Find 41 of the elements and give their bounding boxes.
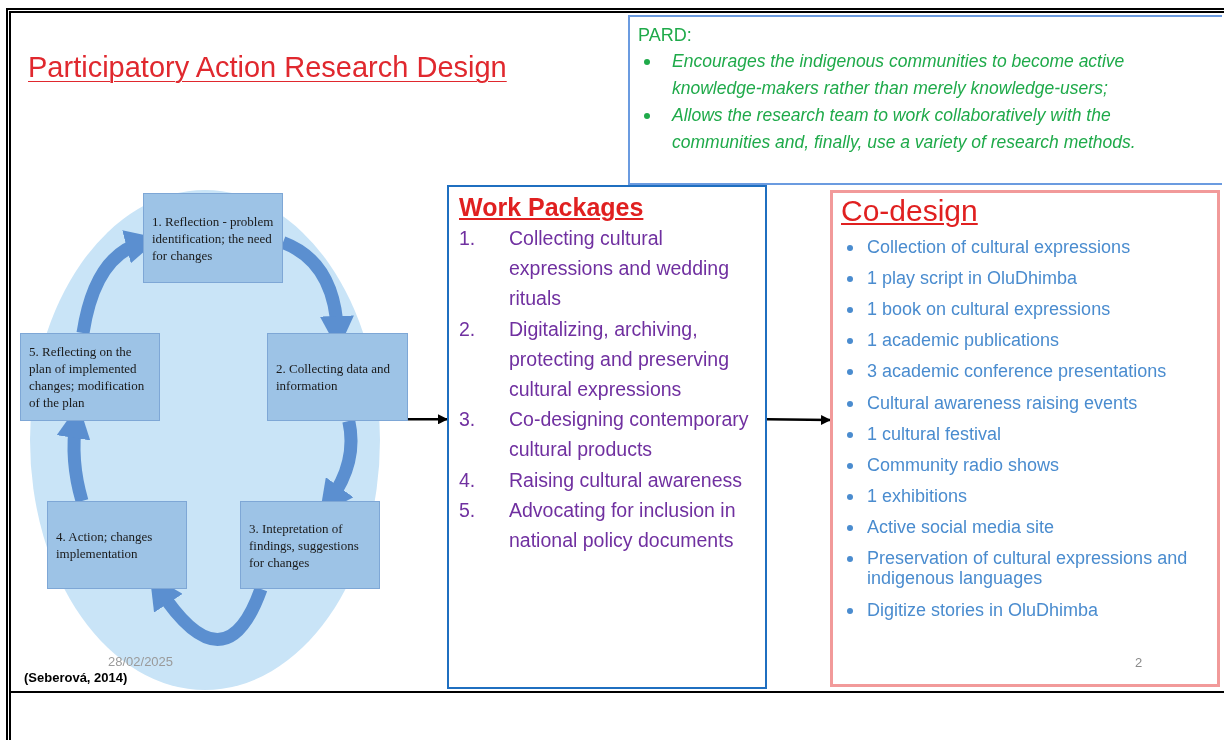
list-text: Cultural awareness raising events (867, 392, 1138, 413)
arrow (408, 414, 448, 425)
list-text: 1 academic publications (867, 330, 1060, 351)
panel-heading: Co-design (841, 193, 978, 229)
date-text: 28/02/2025 (108, 653, 174, 671)
process-box (267, 333, 408, 421)
numbered-item: 5. Advocating for inclusion in national policy documents (459, 497, 737, 554)
list-text: 1 exhibitions (867, 486, 968, 507)
co-design-panel (830, 190, 1220, 687)
page-number: 2 (1135, 654, 1143, 672)
list-text: Active social media site (867, 517, 1055, 538)
panel-heading: Work Packages (459, 192, 644, 223)
numbered-item: 1. Collecting cultural expressions and wedding rituals (459, 226, 731, 312)
process-box (20, 333, 160, 421)
citation-text: (Seberová, 2014) (24, 669, 128, 687)
note-box (628, 15, 1222, 185)
list-text: 1 book on cultural expressions (867, 298, 1111, 319)
work-packages-panel (447, 185, 767, 689)
numbered-item: 3. Co-designing contemporary cultural products (459, 407, 750, 463)
step-text: 2. Collecting data and information (276, 360, 392, 394)
process-box (143, 193, 283, 283)
step-text: 5. Reflecting on the plan of implemented changes; modification of the plan (29, 343, 146, 411)
numbered-item: 2. Digitalizing, archiving, protecting and preserving cultural expressions (459, 316, 731, 402)
numbered-item: 4. Raising cultural awareness (459, 467, 744, 493)
title: Participatory Action Research Design (28, 50, 507, 85)
list-text: Digitize stories in OluDhimba (867, 599, 1099, 620)
step-text: 3. Intepretation of findings, suggestions for changes (249, 519, 360, 571)
note-heading: PARD: (638, 24, 692, 47)
list-text: Preservation of cultural expressions and indigenous languages (867, 548, 1189, 589)
arrow (767, 415, 831, 425)
list-text: 1 play script in OluDhimba (867, 267, 1078, 288)
list-text: Allows the research team to work collaboratively with the communities and, finally, use a variety of research methods. (672, 104, 1137, 154)
list-text: Community radio shows (867, 454, 1060, 475)
list-text: 3 academic conference presentations (867, 361, 1167, 382)
list-text: Encourages the indigenous communities to become active knowledge-makers rather than merely knowledge-users; (672, 50, 1126, 100)
step-text: 4. Action; changes implementation (56, 528, 154, 562)
step-text: 1. Reflection - problem identification; the need for changes (152, 212, 274, 264)
list-text: Collection of cultural expressions (867, 236, 1131, 257)
list-text: 1 cultural festival (867, 423, 1002, 444)
process-box (47, 501, 187, 589)
process-box (240, 501, 380, 589)
